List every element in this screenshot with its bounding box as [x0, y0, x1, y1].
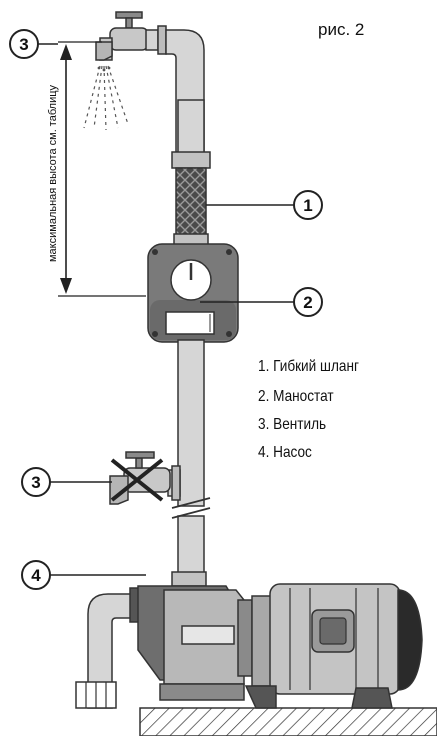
top-valve [95, 11, 167, 61]
flexible-hose [175, 167, 207, 237]
legend-item-pressure-switch: 2. Маностат [258, 388, 334, 405]
hose-top-nut [171, 151, 211, 169]
height-dimension [58, 41, 146, 297]
callout-pump-number: 4 [31, 566, 41, 585]
callout-pressure-switch: 2 [200, 287, 323, 317]
riser-pipe-lower [177, 515, 205, 575]
pressure-switch [147, 243, 239, 343]
callout-valve-top-number: 3 [19, 35, 28, 54]
height-label: максимальная высота см. таблицу [47, 84, 59, 262]
legend-item-pump: 4. Насос [258, 444, 312, 461]
riser-pipe-upper [177, 339, 205, 507]
legend-item-valve: 3. Вентиль [258, 416, 327, 433]
callout-hose: 1 [206, 190, 323, 220]
pump [75, 571, 423, 709]
callout-pump: 4 [21, 560, 146, 590]
callout-valve-top: 3 [9, 29, 58, 59]
water-spray [83, 65, 129, 131]
pipe-break-mark [171, 497, 211, 519]
middle-valve-crossed [109, 451, 181, 505]
legend-item-hose: 1. Гибкий шланг [258, 358, 359, 375]
upper-pipe [177, 99, 205, 155]
callout-valve-middle-number: 3 [31, 473, 40, 492]
callout-valve-middle: 3 [21, 467, 112, 497]
callout-hose-number: 1 [303, 196, 312, 215]
spray-drops [97, 66, 111, 72]
ground-base [139, 707, 437, 736]
callout-pressure-switch-number: 2 [303, 293, 312, 312]
figure-label: рис. 2 [318, 20, 365, 39]
